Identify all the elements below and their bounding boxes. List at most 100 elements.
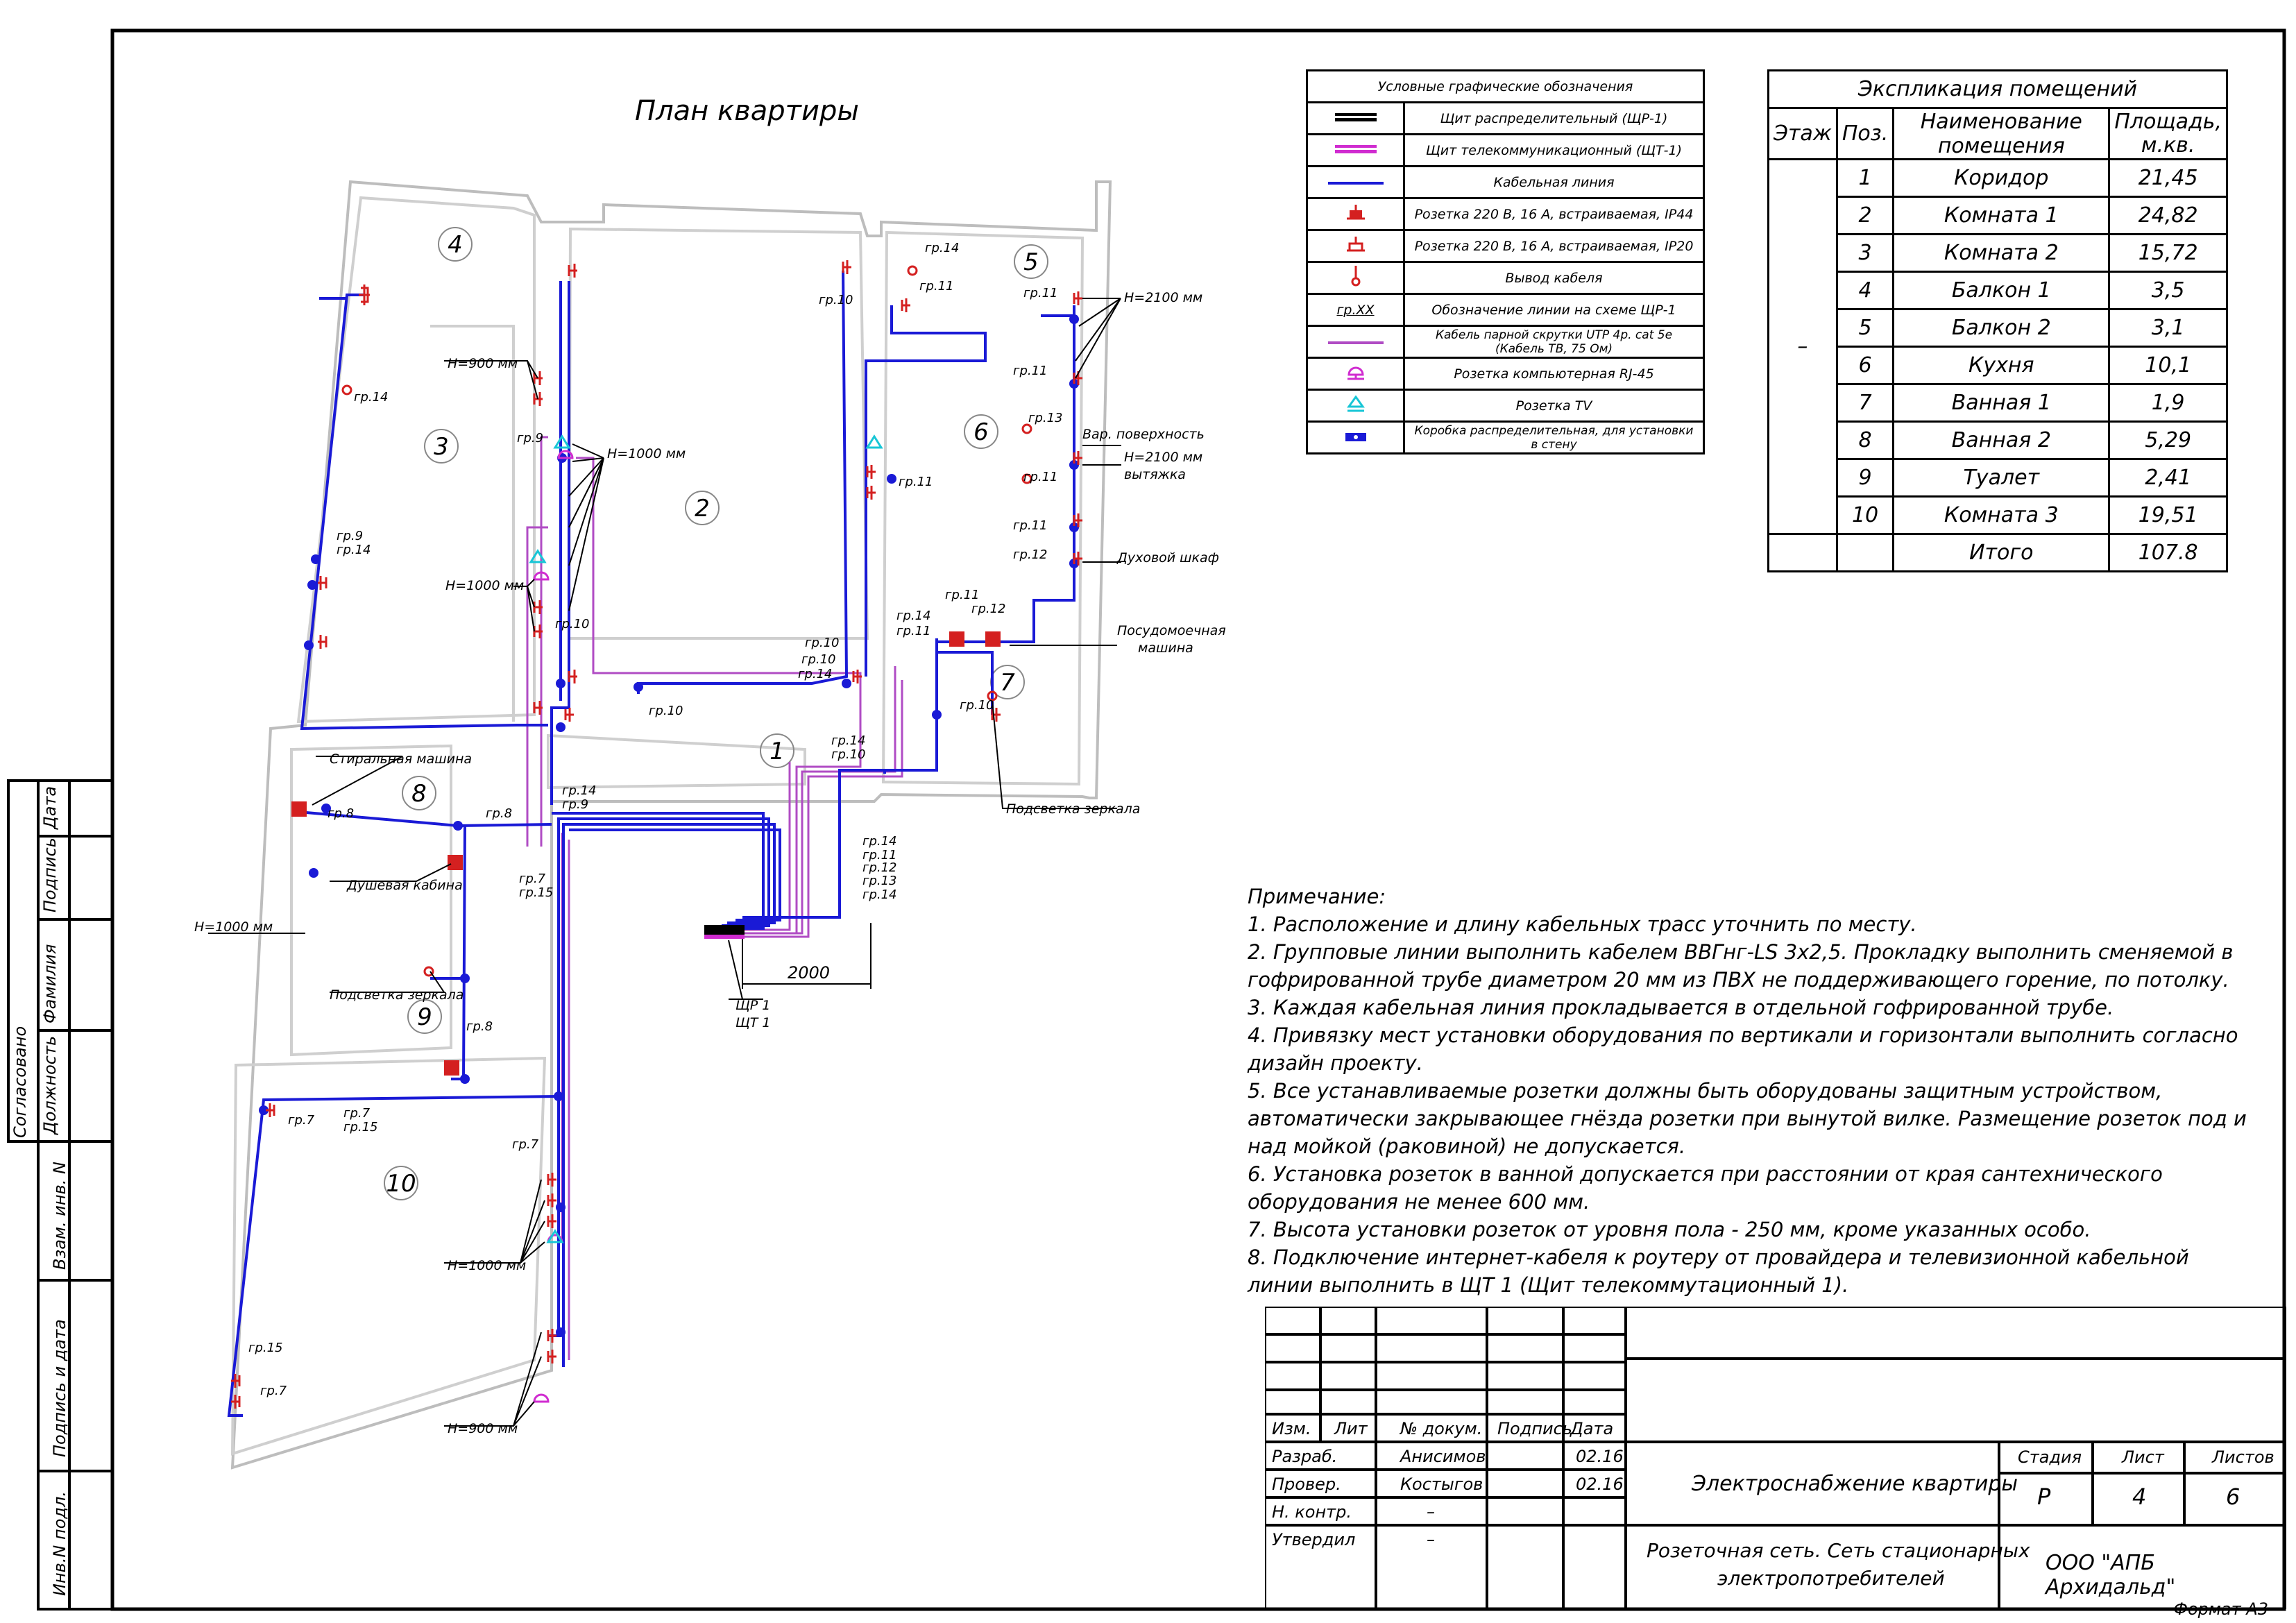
cable-outlet-icon <box>1351 266 1360 287</box>
svg-text:10: 10 <box>386 1170 416 1198</box>
tv-sockets <box>529 434 883 1243</box>
svg-text:Н=1000 мм: Н=1000 мм <box>448 1258 526 1273</box>
svg-text:вытяжка: вытяжка <box>1124 467 1186 482</box>
stamp-col-lit: Лит <box>1334 1419 1368 1438</box>
stamp-date: 02.16. <box>1576 1447 1629 1466</box>
svg-text:гр.15: гр.15 <box>343 1120 378 1135</box>
svg-text:гр.11: гр.11 <box>1013 364 1048 378</box>
stage-value: Р <box>2037 1484 2051 1510</box>
stamp-name: Анисимов <box>1400 1447 1486 1466</box>
svg-text:гр.13: гр.13 <box>1028 411 1063 425</box>
stamp-col-doc: № докум. <box>1400 1419 1483 1438</box>
svg-text:гр.15: гр.15 <box>248 1341 283 1355</box>
svg-text:3: 3 <box>434 433 449 461</box>
svg-text:6: 6 <box>973 418 989 446</box>
svg-text:гр.14: гр.14 <box>354 390 389 405</box>
svg-text:гр.10: гр.10 <box>819 293 853 307</box>
svg-text:гр.15: гр.15 <box>519 885 554 900</box>
junction-box-icon <box>1345 432 1366 441</box>
notes-title: Примечание: <box>1248 885 1386 908</box>
note-item: 7. Высота установки розеток от уровня по… <box>1248 1218 2091 1241</box>
svg-text:ЩТ 1: ЩТ 1 <box>735 1015 771 1030</box>
stamp-col-sign: Подпись <box>1497 1419 1572 1438</box>
svg-text:гр.10: гр.10 <box>960 698 994 713</box>
stamp-name: Костыгов <box>1400 1475 1483 1494</box>
svg-text:гр.14: гр.14 <box>862 887 897 902</box>
tv-socket-icon <box>1346 395 1365 412</box>
legend-row: Щит распределительный (ЩР-1) <box>1306 101 1705 135</box>
svg-text:гр.13: гр.13 <box>862 874 897 888</box>
side-agreed: Согласовано <box>10 1026 30 1138</box>
line-label: гр.XX <box>1306 293 1405 327</box>
svg-text:гр.11: гр.11 <box>1023 470 1058 484</box>
svg-text:гр.7: гр.7 <box>343 1106 371 1121</box>
svg-text:гр.11: гр.11 <box>896 624 931 638</box>
room-10-marker: 10 <box>384 1166 418 1200</box>
svg-text:гр.11: гр.11 <box>945 588 980 602</box>
svg-text:5: 5 <box>1023 248 1039 276</box>
svg-text:гр.14: гр.14 <box>562 783 597 798</box>
stamp-role: Утвердил <box>1272 1530 1356 1549</box>
svg-text:гр.12: гр.12 <box>1013 547 1048 562</box>
room-6-marker: 6 <box>964 414 998 449</box>
sheet-label: Лист <box>2122 1447 2164 1467</box>
svg-text:гр.11: гр.11 <box>1013 518 1048 533</box>
col-pos: Поз. <box>1835 107 1895 160</box>
svg-text:4: 4 <box>448 231 463 259</box>
svg-text:Подсветка зеркала: Подсветка зеркала <box>330 987 464 1003</box>
note-item: 8. Подключение интернет-кабеля к роутеру… <box>1248 1246 2189 1297</box>
rj45-icon <box>1347 366 1364 380</box>
format-label: Формат А3 <box>2173 1599 2268 1619</box>
legend-row: Розетка компьютерная RJ-45 <box>1306 357 1705 391</box>
col-area: Площадь, м.кв. <box>2108 107 2228 160</box>
svg-text:гр.14: гр.14 <box>896 609 931 623</box>
svg-text:ЩР 1: ЩР 1 <box>735 998 770 1013</box>
title-block-grid <box>1265 1307 2286 1609</box>
panel-shr1 <box>704 925 745 935</box>
svg-text:Н=1000 мм: Н=1000 мм <box>194 919 273 935</box>
svg-text:гр.8: гр.8 <box>328 806 354 821</box>
project-title: Электроснабжение квартиры <box>1692 1472 2018 1496</box>
room-numbers: 1 2 3 4 5 6 7 8 9 10 <box>384 227 1048 1200</box>
legend-row: гр.XX Обозначение линии на схеме ЩР-1 <box>1306 293 1705 327</box>
explication-table: Экспликация помещений Этаж Поз. Наименов… <box>1767 69 2228 572</box>
side-surname: Фамилия <box>40 944 60 1023</box>
svg-text:Духовой шкаф: Духовой шкаф <box>1116 550 1219 566</box>
distribution-panels <box>704 925 745 939</box>
sheet-value: 4 <box>2132 1484 2147 1510</box>
svg-text:машина: машина <box>1138 640 1193 656</box>
cable-outlets <box>341 265 1032 977</box>
legend-row: Розетка 220 В, 16 А, встраиваемая, IP20 <box>1306 229 1705 263</box>
svg-text:Н=900 мм: Н=900 мм <box>448 1421 518 1436</box>
svg-text:Душевая кабина: Душевая кабина <box>346 878 463 893</box>
leader-lines <box>208 298 1121 1427</box>
svg-text:гр.12: гр.12 <box>862 860 897 875</box>
svg-text:гр.11: гр.11 <box>899 475 933 489</box>
svg-text:гр.7: гр.7 <box>260 1384 287 1398</box>
stamp-name: – <box>1427 1502 1435 1522</box>
svg-text:гр.7: гр.7 <box>512 1137 539 1152</box>
stamp-date: 02.16. <box>1576 1475 1629 1494</box>
utp-cable-icon <box>1327 341 1384 344</box>
svg-text:Вар. поверхность: Вар. поверхность <box>1082 427 1205 442</box>
stage-label: Стадия <box>2018 1447 2082 1467</box>
legend-table: Условные графические обозначения Щит рас… <box>1306 69 1705 454</box>
side-signature: Подпись <box>40 838 60 912</box>
socket-ip20-icon <box>1346 237 1365 252</box>
svg-text:8: 8 <box>411 780 427 808</box>
room-4-marker: 4 <box>438 227 473 262</box>
svg-text:гр.10: гр.10 <box>649 704 683 718</box>
plan-labels: Н=900 мм Н=1000 мм Н=1000 мм Н=2100 мм В… <box>194 290 1226 1436</box>
panel-dist-icon <box>1334 112 1377 121</box>
legend-title: Условные графические обозначения <box>1306 69 1705 103</box>
svg-text:Н=900 мм: Н=900 мм <box>448 356 518 371</box>
rj45-sockets <box>533 450 574 1403</box>
svg-text:гр.10: гр.10 <box>805 636 840 650</box>
svg-text:2: 2 <box>695 495 710 522</box>
svg-text:гр.14: гр.14 <box>831 733 866 748</box>
legend-row: Кабель парной скрутки UTP 4p. cat 5e (Ка… <box>1306 325 1705 359</box>
